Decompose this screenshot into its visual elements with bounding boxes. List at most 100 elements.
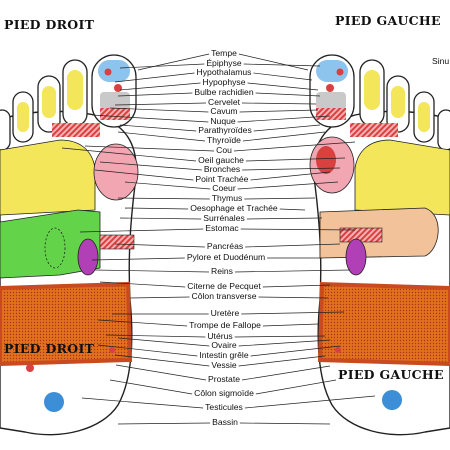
left-foot-toes xyxy=(309,54,450,151)
right-lung-zone xyxy=(0,139,96,216)
leader-line-left-foot xyxy=(245,243,341,248)
organ-label: Thyroïde xyxy=(207,135,241,145)
leader-line-right-foot xyxy=(109,379,193,395)
organ-label: Utérus xyxy=(207,331,233,341)
leader-line-left-foot xyxy=(250,171,331,181)
organ-label: Ovaire xyxy=(211,340,237,350)
right-kidney-zone xyxy=(77,238,99,276)
organ-label: Vessie xyxy=(211,360,237,370)
leader-line-left-foot xyxy=(241,311,345,315)
organ-label: Bassin xyxy=(212,417,238,427)
organ-label: Estomac xyxy=(205,223,239,233)
leader-line-left-foot xyxy=(239,109,319,113)
leader-line-left-foot xyxy=(234,335,326,338)
leader-line-left-foot xyxy=(244,395,376,409)
leader-line-left-foot xyxy=(258,296,329,299)
right-toe-5 xyxy=(0,109,11,151)
leader-line-right-foot xyxy=(84,145,215,152)
leader-line-left-foot xyxy=(238,339,331,347)
leader-line-right-foot xyxy=(137,53,210,71)
leader-line-right-foot xyxy=(99,161,202,171)
organ-label: Cou xyxy=(216,145,232,155)
leader-line-left-foot xyxy=(250,345,341,357)
organ-label: Intestin grêle xyxy=(199,350,249,360)
leader-line-right-foot xyxy=(114,243,205,248)
leader-line-left-foot xyxy=(279,208,306,211)
organ-label: Pylore et Duodénum xyxy=(186,252,266,262)
leader-line-left-foot xyxy=(242,167,341,171)
organ-label: Hypothalamus xyxy=(196,67,252,77)
leader-line-left-foot xyxy=(233,141,356,152)
left-intestine-zone xyxy=(317,281,450,367)
organ-label: Bronches xyxy=(203,164,241,174)
organ-label: Bulbe rachidien xyxy=(194,87,254,97)
leader-line-right-foot xyxy=(94,269,210,273)
organ-label: Cavum xyxy=(210,106,238,116)
leader-line-right-foot xyxy=(115,364,207,381)
leader-line-left-foot xyxy=(262,323,319,327)
organ-label: Point Trachée xyxy=(195,174,249,184)
leader-line-right-foot xyxy=(91,257,185,261)
organ-label: Hypophyse xyxy=(202,77,246,87)
leader-line-left-foot xyxy=(247,82,319,91)
organ-label: Citerne de Pecquet xyxy=(187,281,261,291)
organ-label: Coeur xyxy=(212,183,236,193)
left-kidney-zone xyxy=(345,238,367,276)
title-right-foot-bottom: PIED DROIT xyxy=(4,341,95,356)
organ-label: Surrénales xyxy=(203,213,245,223)
left-heel-dot xyxy=(382,390,402,410)
leader-line-left-foot xyxy=(238,53,309,71)
left-toe-5 xyxy=(437,109,450,151)
leader-line-left-foot xyxy=(237,181,339,190)
leader-line-right-foot xyxy=(97,344,198,357)
leader-line-left-foot xyxy=(245,157,346,162)
leader-line-right-foot xyxy=(117,197,210,200)
organ-label: Pancréas xyxy=(206,241,244,251)
left-lung-zone xyxy=(354,139,450,216)
leader-line-left-foot xyxy=(255,92,321,97)
right-intestine-zone xyxy=(0,281,133,367)
leader-line-right-foot xyxy=(119,82,201,91)
right-foot xyxy=(0,54,139,436)
organ-label: Thymus xyxy=(211,193,243,203)
leader-line-right-foot xyxy=(124,207,189,210)
leader-line-right-foot xyxy=(97,319,188,327)
leader-line-right-foot xyxy=(124,181,211,190)
title-right-foot: PIED DROIT xyxy=(4,17,95,32)
leader-line-right-foot xyxy=(117,422,211,425)
leader-line-right-foot xyxy=(81,397,204,409)
leader-line-left-foot xyxy=(241,365,331,381)
leader-line-right-foot xyxy=(105,334,206,338)
leader-line-right-foot xyxy=(114,72,195,83)
leader-line-right-foot xyxy=(94,169,194,181)
organ-label: Prostate xyxy=(207,374,240,384)
organ-label: Testicules xyxy=(205,402,243,412)
leader-line-left-foot xyxy=(240,228,356,231)
leader-line-left-foot xyxy=(244,197,316,200)
leader-line-right-foot xyxy=(119,63,205,69)
leader-line-right-foot xyxy=(79,228,204,233)
leader-line-right-foot xyxy=(117,92,193,97)
organ-label: Cervelet xyxy=(208,97,240,107)
title-left-foot: PIED GAUCHE xyxy=(335,13,441,28)
leader-line-right-foot xyxy=(119,217,202,220)
leader-line-right-foot xyxy=(117,131,206,142)
leader-line-left-foot xyxy=(242,131,326,142)
leader-line-left-foot xyxy=(253,124,321,132)
organ-label: Tempe xyxy=(211,48,237,58)
organ-label: Oeil gauche xyxy=(198,155,244,165)
leader-line-right-foot xyxy=(119,124,197,132)
leader-line-right-foot xyxy=(91,114,209,123)
right-green-zone xyxy=(0,209,101,279)
leader-line-right-foot xyxy=(117,337,210,347)
organ-label: Parathyroïdes xyxy=(198,125,252,135)
organ-label: Oesophage et Trachée xyxy=(190,203,278,213)
leader-line-left-foot xyxy=(238,355,326,367)
label-sinus: Sinu xyxy=(432,56,450,66)
organ-label: Nuque xyxy=(210,116,236,126)
leader-line-left-foot xyxy=(237,115,331,123)
title-left-foot-bottom: PIED GAUCHE xyxy=(338,367,444,382)
left-foot xyxy=(309,54,450,436)
organ-label: Uretère xyxy=(210,308,240,318)
leader-line-right-foot xyxy=(99,281,186,288)
